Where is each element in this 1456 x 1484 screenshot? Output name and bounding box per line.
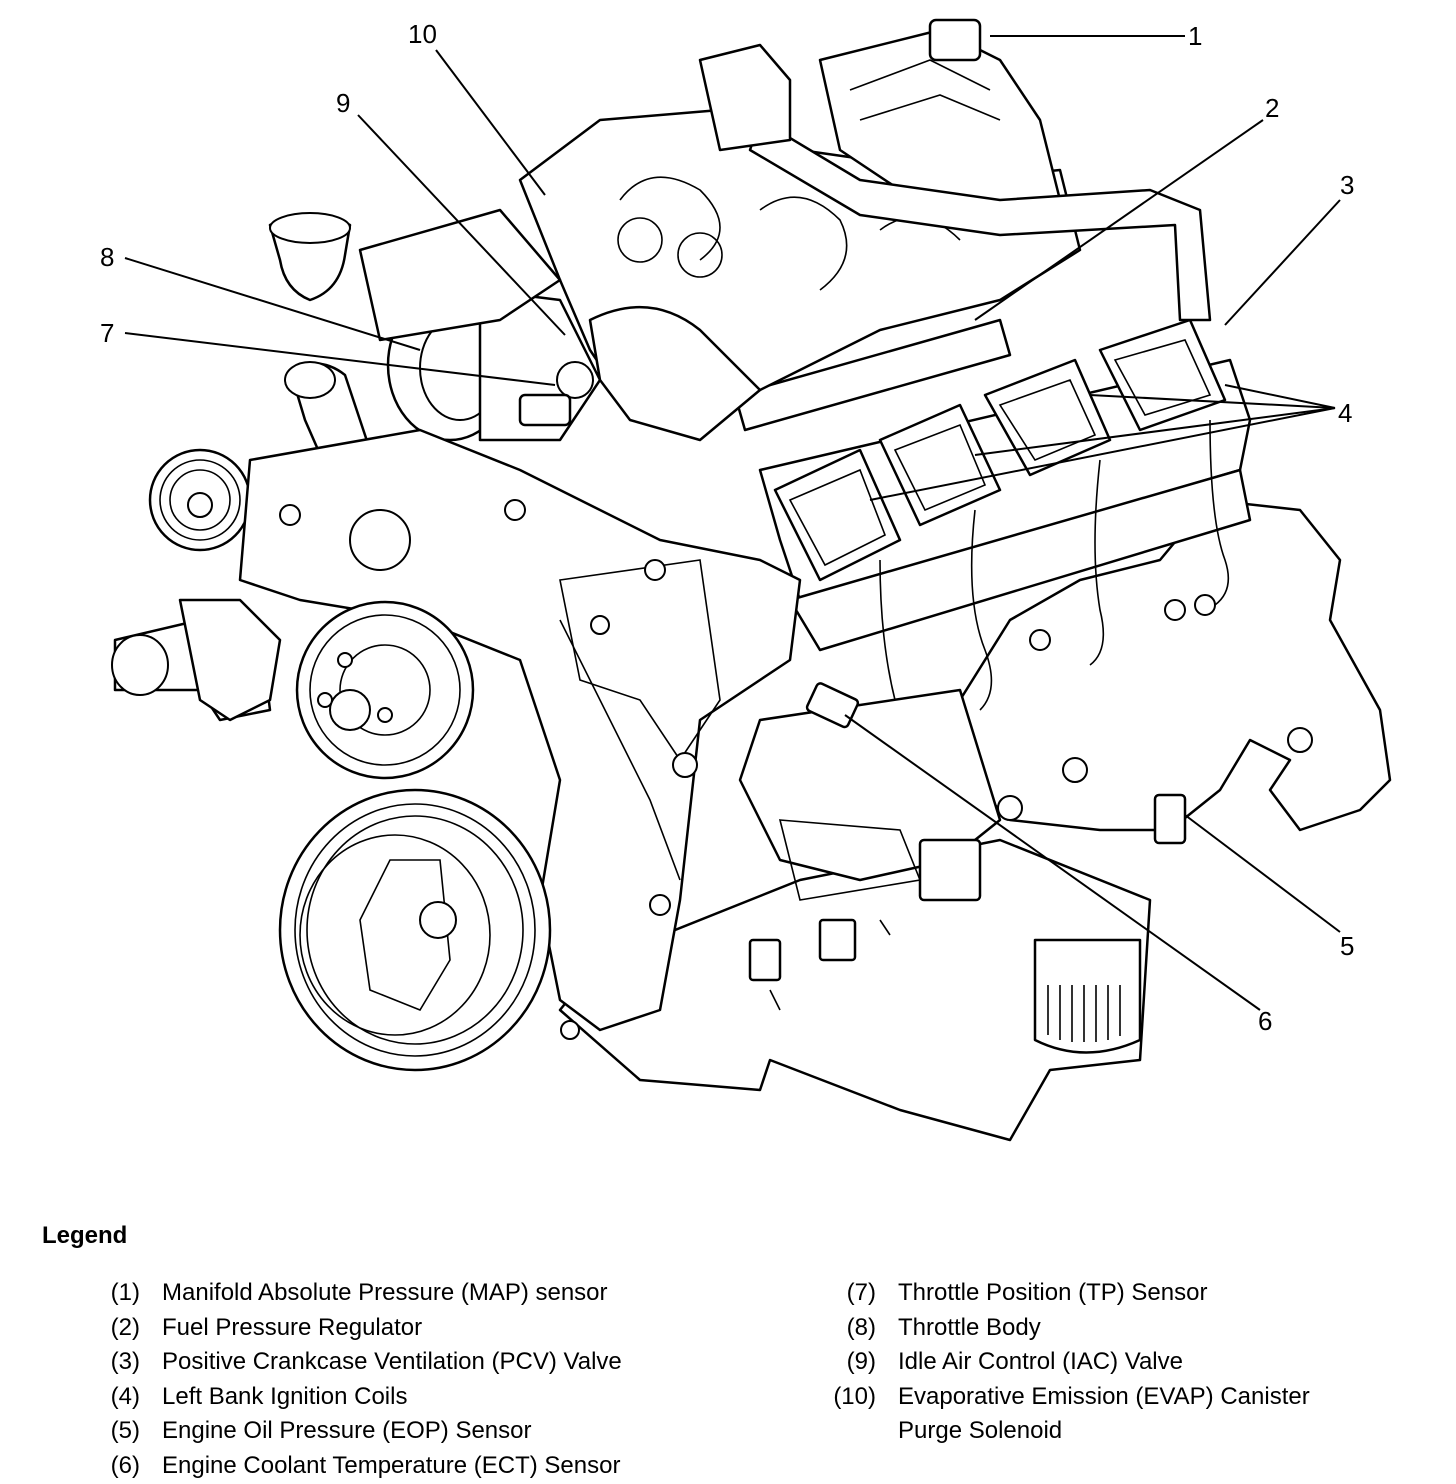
legend-num: (3) xyxy=(110,1348,140,1375)
water-pump-pulley xyxy=(295,600,475,780)
leader-7 xyxy=(124,332,556,386)
legend-title: Legend xyxy=(42,1222,128,1249)
legend-text: Fuel Pressure Regulator xyxy=(162,1313,423,1341)
leader-5 xyxy=(1184,814,1341,933)
leader-lines xyxy=(124,35,1341,1011)
engine-illustration xyxy=(111,18,1392,1142)
legend-text: Evaporative Emission (EVAP) Canister xyxy=(898,1382,1310,1410)
legend-item-7: (7) Throttle Position (TP) Sensor xyxy=(826,1276,1310,1311)
legend-num: (10) xyxy=(833,1382,876,1410)
legend-right-column: (7) Throttle Position (TP) Sensor (8) Th… xyxy=(826,1276,1310,1449)
legend-text: Throttle Body xyxy=(898,1313,1041,1341)
leader-10 xyxy=(435,49,546,196)
legend-text: Engine Oil Pressure (EOP) Sensor xyxy=(162,1417,532,1444)
engine-diagram: 1 2 3 4 5 6 7 8 9 10 xyxy=(100,18,1392,1142)
leader-4a xyxy=(869,407,1336,501)
callout-10: 10 xyxy=(408,19,437,49)
legend-item-8: (8) Throttle Body xyxy=(826,1311,1310,1346)
callout-8: 8 xyxy=(100,242,114,272)
legend-item-6: (6) Engine Coolant Temperature (ECT) Sen… xyxy=(100,1449,622,1484)
legend-num: (8) xyxy=(846,1313,876,1341)
callout-9: 9 xyxy=(336,88,350,118)
leader-3 xyxy=(1224,199,1341,326)
leader-9 xyxy=(357,114,566,336)
legend-text-continued: Purge Solenoid xyxy=(898,1417,1063,1444)
oil-filter xyxy=(1033,938,1142,1054)
legend-item-10: (10) Evaporative Emission (EVAP) Caniste… xyxy=(826,1380,1310,1449)
legend-item-4: (4) Left Bank Ignition Coils xyxy=(100,1380,622,1415)
legend-item-1: (1) Manifold Absolute Pressure (MAP) sen… xyxy=(100,1276,622,1311)
legend-text: Left Bank Ignition Coils xyxy=(162,1382,408,1410)
legend-item-9: (9) Idle Air Control (IAC) Valve xyxy=(826,1345,1310,1380)
leader-4c xyxy=(1089,394,1336,409)
legend-item-2: (2) Fuel Pressure Regulator xyxy=(100,1311,622,1346)
legend-num: (1) xyxy=(110,1279,140,1306)
ignition-coils xyxy=(773,318,1230,761)
legend-text: Engine Coolant Temperature (ECT) Sensor xyxy=(162,1451,621,1479)
legend-left-column: (1) Manifold Absolute Pressure (MAP) sen… xyxy=(100,1276,622,1483)
leader-6 xyxy=(844,714,1261,1011)
legend-text: Throttle Position (TP) Sensor xyxy=(898,1279,1208,1306)
legend-item-5: (5) Engine Oil Pressure (EOP) Sensor xyxy=(100,1414,622,1449)
legend-num: (7) xyxy=(846,1279,876,1306)
legend-num: (4) xyxy=(110,1382,140,1410)
leader-4d xyxy=(1224,384,1336,409)
callout-6: 6 xyxy=(1258,1006,1272,1036)
callout-2: 2 xyxy=(1265,93,1279,123)
callout-numbers: 1 2 3 4 5 6 7 8 9 10 xyxy=(100,19,1354,1036)
legend-text: Manifold Absolute Pressure (MAP) sensor xyxy=(162,1279,608,1306)
leader-8 xyxy=(124,257,421,351)
legend-text: Idle Air Control (IAC) Valve xyxy=(898,1348,1183,1375)
legend-num: (9) xyxy=(846,1348,876,1375)
leader-4b xyxy=(974,407,1336,456)
idler-pulley xyxy=(148,448,252,552)
legend-text-block: Evaporative Emission (EVAP) Canister Pur… xyxy=(898,1380,1310,1449)
legend-num: (5) xyxy=(110,1417,140,1444)
legend-text: Positive Crankcase Ventilation (PCV) Val… xyxy=(162,1348,622,1375)
legend-item-3: (3) Positive Crankcase Ventilation (PCV)… xyxy=(100,1345,622,1380)
callout-4: 4 xyxy=(1338,398,1352,428)
coolant-inlet xyxy=(111,598,282,722)
leader-2 xyxy=(974,119,1264,321)
callout-5: 5 xyxy=(1340,931,1354,961)
callout-7: 7 xyxy=(100,318,114,348)
callout-1: 1 xyxy=(1188,21,1202,51)
legend-num: (6) xyxy=(110,1451,140,1479)
legend-num: (2) xyxy=(110,1313,140,1341)
crankshaft-balancer xyxy=(278,788,552,1072)
callout-3: 3 xyxy=(1340,170,1354,200)
